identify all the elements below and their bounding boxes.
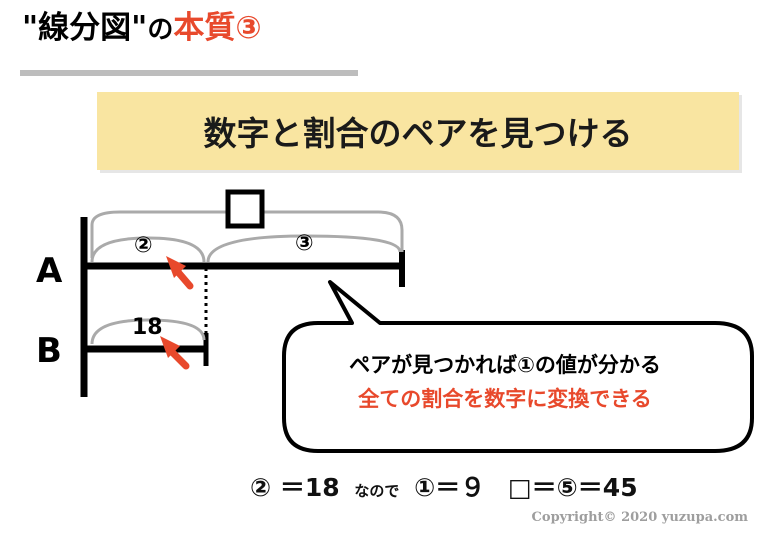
formula-part3: ①＝９ xyxy=(414,473,486,502)
page-title: "線分図"の本質③ xyxy=(22,6,262,52)
title-quote-close: " xyxy=(131,10,148,46)
copyright: Copyright© 2020 yuzupa.com xyxy=(531,510,748,525)
title-accent: 本質③ xyxy=(173,10,262,46)
title-main: 線分図 xyxy=(38,10,132,46)
arc-ratio-left xyxy=(90,236,206,263)
arrow-icon xyxy=(160,336,190,370)
speech-bubble xyxy=(282,280,754,453)
label-b: B xyxy=(36,331,62,371)
title-quote-open: " xyxy=(22,10,39,46)
arrow-icon xyxy=(166,256,194,290)
formula-part4: □＝⑤＝45 xyxy=(508,473,638,502)
formula-part2: なので xyxy=(354,482,400,500)
label-a: A xyxy=(36,251,63,291)
formula-part1: ② ＝18 xyxy=(250,473,340,502)
arc-value-b xyxy=(90,318,206,345)
banner-text: 数字と割合のペアを見つける xyxy=(203,114,633,153)
title-underline xyxy=(20,70,358,76)
title-particle: の xyxy=(147,15,174,45)
callout-text: ペアが見つかれば①の値が分かる 全ての割合を数字に変換できる xyxy=(290,348,720,416)
callout-line1: ペアが見つかれば①の値が分かる xyxy=(349,353,661,377)
callout-line2: 全ての割合を数字に変換できる xyxy=(358,387,652,411)
ratio-a-right: ③ xyxy=(295,231,314,256)
total-box-shape xyxy=(225,189,265,229)
subtitle-banner: 数字と割合のペアを見つける xyxy=(97,92,739,170)
formula: ② ＝18 なので ①＝９ □＝⑤＝45 xyxy=(250,468,638,504)
ratio-a-left: ② xyxy=(134,233,153,258)
value-b: 18 xyxy=(132,315,163,340)
arc-ratio-right xyxy=(206,234,402,263)
